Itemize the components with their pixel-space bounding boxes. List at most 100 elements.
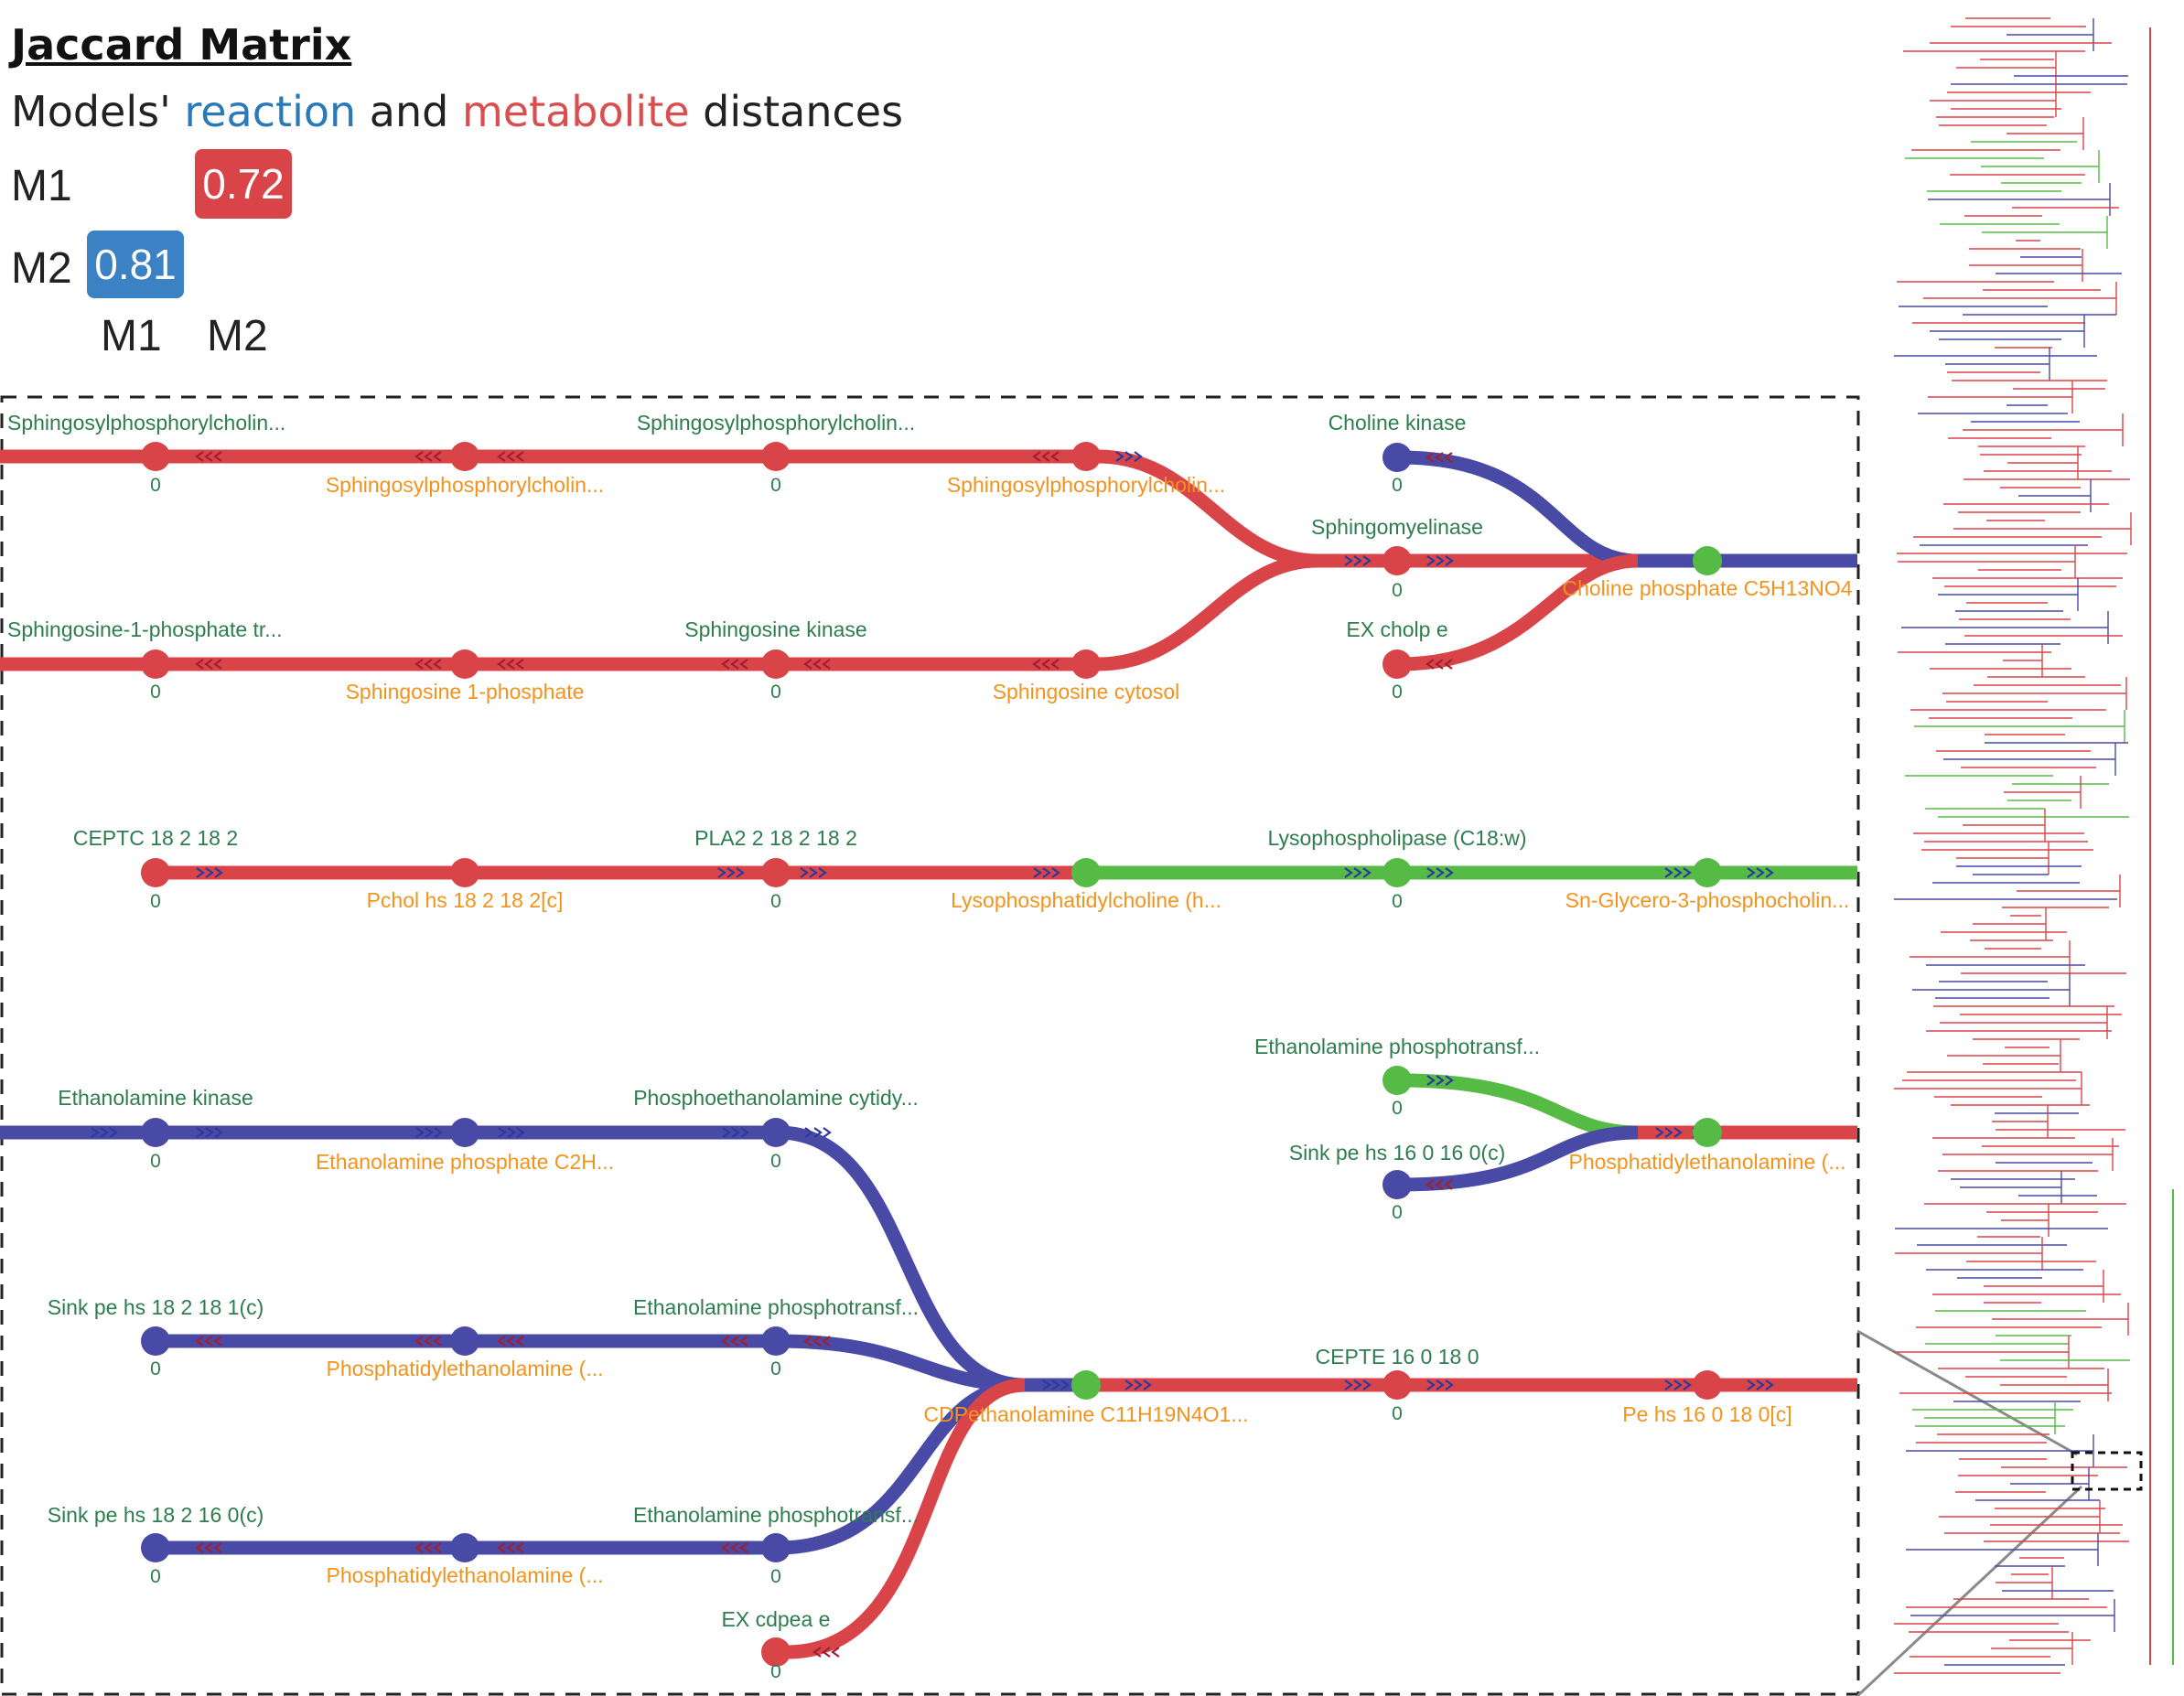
metabolite-node[interactable] xyxy=(450,1533,479,1562)
reaction-node[interactable] xyxy=(761,442,791,471)
flux-chevron-group xyxy=(414,1336,442,1347)
flux-chevron xyxy=(1033,867,1042,878)
reaction-node[interactable] xyxy=(761,1326,791,1356)
zoom-region-box[interactable] xyxy=(2071,1451,2143,1491)
flux-chevron xyxy=(722,1127,731,1138)
flux-chevron xyxy=(1042,1379,1051,1390)
flux-chevron xyxy=(433,1336,442,1347)
flux-chevron-group xyxy=(1032,659,1060,670)
flux-chevron xyxy=(1436,1379,1445,1390)
pathway-edge xyxy=(1399,553,1639,671)
flux-value: 0 xyxy=(1392,1403,1403,1424)
flux-chevron xyxy=(506,659,515,670)
reaction-node[interactable] xyxy=(761,1118,791,1147)
flux-chevron-group xyxy=(196,867,223,878)
flux-chevron-group xyxy=(497,659,524,670)
reaction-node[interactable] xyxy=(141,1326,170,1356)
flux-chevron xyxy=(1445,1075,1454,1086)
reaction-node[interactable] xyxy=(141,858,170,887)
flux-chevron-group xyxy=(803,659,831,670)
flux-chevron xyxy=(1426,659,1435,670)
metabolite-node[interactable] xyxy=(1693,546,1722,575)
flux-chevron xyxy=(1134,451,1143,462)
flux-chevron xyxy=(1344,555,1353,566)
flux-chevron xyxy=(109,1127,118,1138)
flux-chevron xyxy=(1032,659,1041,670)
flux-chevron-group xyxy=(415,1127,443,1138)
reaction-label: Ethanolamine phosphotransf... xyxy=(633,1503,919,1527)
flux-chevron xyxy=(1041,451,1050,462)
reaction-node[interactable] xyxy=(1382,649,1412,679)
metabolite-node[interactable] xyxy=(1693,1370,1722,1400)
flux-chevron-group xyxy=(800,867,827,878)
reaction-node[interactable] xyxy=(1382,1170,1412,1199)
reaction-distance-cell[interactable]: 0.81 xyxy=(87,231,184,298)
flux-chevron xyxy=(1444,1179,1453,1190)
reaction-node[interactable] xyxy=(1382,546,1412,575)
reaction-node[interactable] xyxy=(761,1637,791,1667)
metabolite-node[interactable] xyxy=(1071,649,1101,679)
flux-chevron xyxy=(506,1542,515,1553)
flux-value: 0 xyxy=(770,1151,781,1172)
flux-chevron-group xyxy=(1426,867,1454,878)
metabolite-node[interactable] xyxy=(1693,1118,1722,1147)
jaccard-subtitle: Models' reaction and metabolite distance… xyxy=(11,87,903,136)
subtitle-metabolite: metabolite xyxy=(461,87,690,136)
col-label-m1: M1 xyxy=(101,312,162,360)
flux-chevron-group xyxy=(1426,1075,1454,1086)
flux-chevron xyxy=(1042,867,1051,878)
flux-chevron xyxy=(812,659,822,670)
reaction-node[interactable] xyxy=(141,1533,170,1562)
flux-chevron xyxy=(1362,867,1372,878)
metabolite-node[interactable] xyxy=(450,1118,479,1147)
metabolite-node[interactable] xyxy=(1693,858,1722,887)
metabolite-node[interactable] xyxy=(450,858,479,887)
reaction-node[interactable] xyxy=(1382,1370,1412,1400)
reaction-node[interactable] xyxy=(1382,1066,1412,1095)
flux-chevron xyxy=(497,451,506,462)
pathway-edge xyxy=(1097,449,1318,568)
metabolite-label: Phosphatidylethanolamine (... xyxy=(326,1357,603,1380)
flux-chevron-group xyxy=(717,867,745,878)
reaction-node[interactable] xyxy=(141,1118,170,1147)
metabolite-node[interactable] xyxy=(450,649,479,679)
reaction-node[interactable] xyxy=(141,649,170,679)
flux-chevron xyxy=(424,451,433,462)
reaction-node[interactable] xyxy=(1382,443,1412,472)
flux-value: 0 xyxy=(150,1151,161,1172)
metabolite-node[interactable] xyxy=(1071,858,1101,887)
flux-chevron-group xyxy=(1344,867,1372,878)
flux-chevron-group xyxy=(497,1542,524,1553)
pathway-edge xyxy=(1399,450,1639,568)
reaction-label: CEPTE 16 0 18 0 xyxy=(1316,1345,1479,1369)
flux-chevron xyxy=(739,659,748,670)
reaction-node[interactable] xyxy=(761,1533,791,1562)
reaction-node[interactable] xyxy=(761,858,791,887)
flux-chevron xyxy=(415,1127,425,1138)
flux-chevron xyxy=(1134,1379,1143,1390)
flux-chevron xyxy=(1362,555,1372,566)
flux-chevron-group xyxy=(1655,1127,1683,1138)
metabolite-node[interactable] xyxy=(1071,1370,1101,1400)
flux-chevron-group xyxy=(804,1127,832,1138)
flux-chevron xyxy=(434,1127,443,1138)
flux-chevron-group xyxy=(1747,1379,1774,1390)
flux-chevron xyxy=(498,1127,507,1138)
metabolite-node[interactable] xyxy=(1071,442,1101,471)
flux-chevron-group xyxy=(1033,867,1060,878)
flux-chevron xyxy=(812,1647,822,1658)
metabolite-distance-cell[interactable]: 0.72 xyxy=(195,149,292,219)
flux-chevron xyxy=(1050,659,1060,670)
flux-chevron xyxy=(515,451,524,462)
flux-chevron xyxy=(515,1336,524,1347)
flux-chevron-group xyxy=(1426,555,1454,566)
metabolite-node[interactable] xyxy=(450,1326,479,1356)
reaction-node[interactable] xyxy=(761,649,791,679)
flux-chevron-group xyxy=(1124,1379,1152,1390)
flux-chevron xyxy=(1765,1379,1774,1390)
reaction-node[interactable] xyxy=(141,442,170,471)
flux-chevron xyxy=(424,659,433,670)
flux-chevron-group xyxy=(195,1542,222,1553)
reaction-node[interactable] xyxy=(1382,858,1412,887)
metabolite-node[interactable] xyxy=(450,442,479,471)
